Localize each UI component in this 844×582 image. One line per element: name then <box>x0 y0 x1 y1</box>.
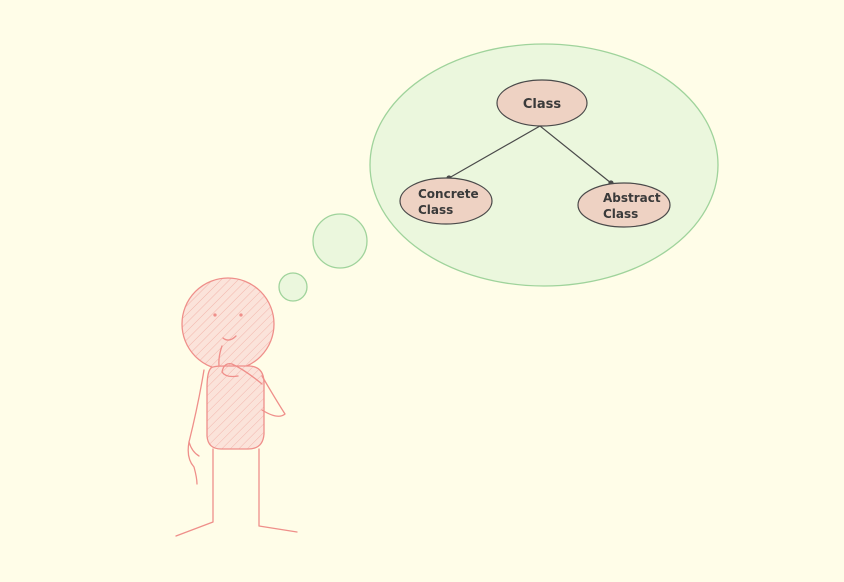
figure-right-arm <box>261 375 286 417</box>
stick-figure <box>175 277 298 537</box>
figure-right-forearm <box>221 363 263 385</box>
node-class-label: Class <box>523 97 562 112</box>
figure-left-hand <box>188 441 200 457</box>
node-concrete-class: Concrete Class <box>399 177 493 225</box>
figure-right-leg <box>258 448 298 533</box>
node-abstract-class-label-line-2: Class <box>603 207 638 221</box>
node-abstract-class: Abstract Class <box>577 182 671 228</box>
node-concrete-class-label-line-2: Class <box>418 203 453 217</box>
figure-left-leg <box>175 448 214 537</box>
edge-class-to-concrete <box>448 125 541 179</box>
node-class-shape <box>496 79 588 127</box>
figure-right-eye <box>239 313 243 317</box>
figure-left-eye <box>213 313 217 317</box>
node-abstract-class-shape <box>577 182 671 228</box>
node-concrete-class-label-line-1: Concrete <box>418 187 479 201</box>
thought-bubbles <box>278 43 719 302</box>
figure-mouth <box>222 335 237 341</box>
node-concrete-class-shape <box>399 177 493 225</box>
figure-head <box>181 277 275 371</box>
figure-left-arm <box>187 369 205 485</box>
node-abstract-class-label-line-1: Abstract <box>603 191 661 205</box>
thought-bubble-medium <box>312 213 368 269</box>
thought-bubble-small <box>278 272 308 302</box>
edge-class-to-abstract <box>539 125 612 184</box>
node-class: Class <box>496 79 588 127</box>
